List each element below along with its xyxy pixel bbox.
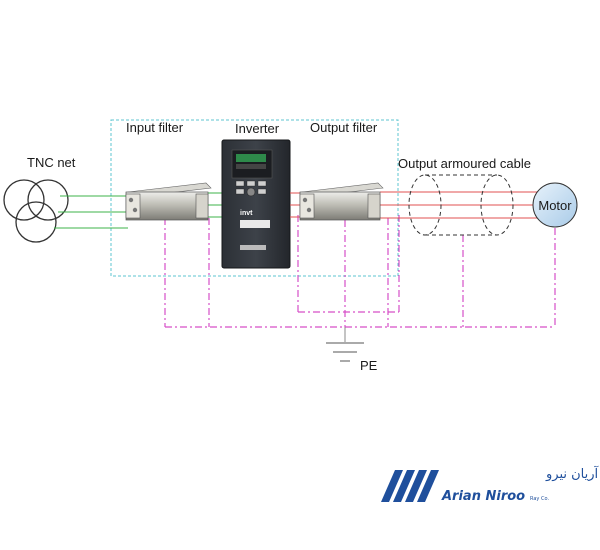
input-filter	[125, 182, 212, 221]
motor-symbol	[532, 182, 578, 228]
armoured-cable	[408, 174, 514, 236]
logo-name-fa: شرکت آریان نیرو	[545, 465, 600, 482]
output-filter-label: Output filter	[310, 120, 378, 135]
ground-symbol	[326, 342, 364, 362]
inverter-label: Inverter	[235, 121, 280, 136]
output-cable-label: Output armoured cable	[398, 156, 531, 171]
logo-suffix: Ray Co.	[530, 496, 549, 502]
inverter-drive: invt	[221, 139, 291, 269]
enclosure-box	[110, 119, 399, 277]
output-filter	[299, 182, 384, 221]
input-filter-label: Input filter	[126, 120, 184, 135]
inverter-brand: invt	[240, 210, 253, 217]
logo-name-en: Arian Niroo	[441, 489, 525, 504]
company-logo: شرکت آریان نیرو Arian Niroo Ray Co.	[381, 465, 600, 504]
output-wires	[290, 191, 540, 219]
ground-lines	[164, 215, 556, 328]
input-wires	[54, 192, 224, 229]
tnc-net-symbol	[3, 179, 69, 243]
tnc-net-label: TNC net	[27, 155, 76, 170]
pe-label: PE	[360, 358, 378, 373]
motor-label: Motor	[538, 198, 572, 213]
